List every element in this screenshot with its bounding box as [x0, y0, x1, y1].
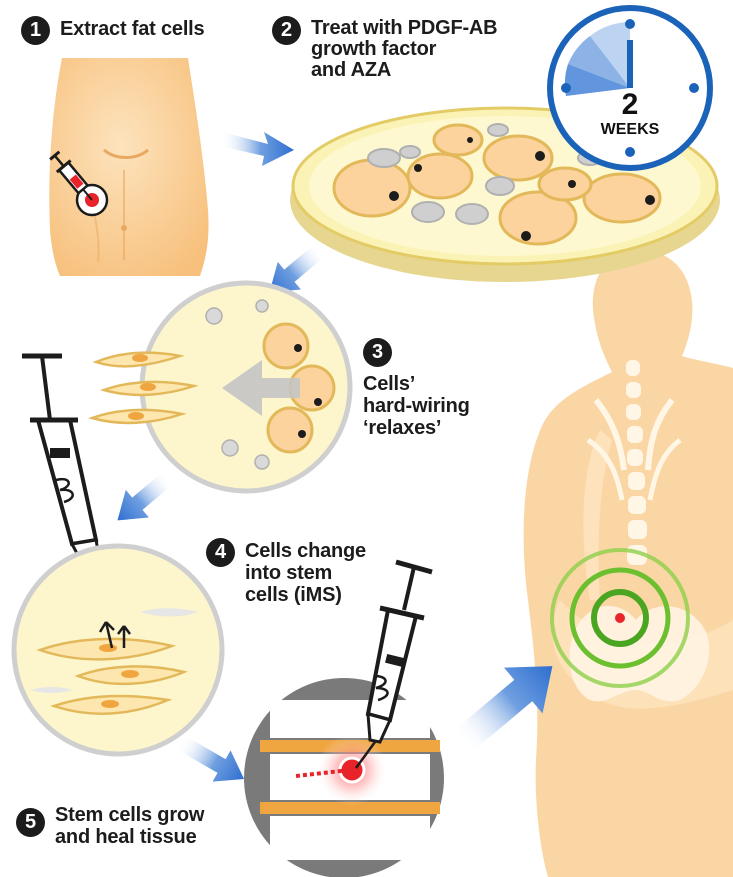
step-4-label-line-1: Cells change [245, 540, 366, 562]
step-2-label-line-1: Treat with PDGF-AB [311, 17, 498, 39]
step-5-label-line-1: Stem cells grow [55, 804, 205, 826]
step-2-label-line-3: and AZA [311, 59, 392, 81]
step-5-badge: 5 [16, 808, 45, 837]
magnified-cells-4 [11, 543, 225, 757]
step-5-label-line-2: and heal tissue [55, 826, 197, 848]
torso-illustration [49, 58, 209, 276]
step-3-label: Cells’ hard-wiring ‘relaxes’ [363, 373, 470, 439]
step-3-label-line-3: ‘relaxes’ [363, 417, 442, 439]
step-3-label-line-1: Cells’ [363, 373, 416, 395]
step-5-label: Stem cells grow and heal tissue [55, 804, 204, 848]
step-1-label: Extract fat cells [60, 18, 205, 40]
step-2-badge: 2 [272, 16, 301, 45]
step-4-label-line-3: cells (iMS) [245, 584, 342, 606]
clock-value: 2 [621, 88, 639, 121]
syringe-icon [49, 150, 93, 201]
arrow-icon [269, 243, 326, 293]
target-icon [550, 548, 690, 688]
step-4-badge: 4 [206, 538, 235, 567]
step-2-label: Treat with PDGF-AB growth factor and AZA [311, 17, 498, 81]
stem-cells-cluster-3 [87, 351, 199, 425]
spine-icon [569, 360, 710, 702]
step-3-badge: 3 [363, 338, 392, 367]
body-back-silhouette [523, 250, 733, 877]
step-1-badge: 1 [21, 16, 50, 45]
step-3-label-line-2: hard-wiring [363, 395, 470, 417]
clock-icon [547, 5, 713, 171]
arrow-icon [220, 132, 294, 166]
spine-detail [244, 678, 444, 877]
step-2-label-line-2: growth factor [311, 38, 437, 60]
arrow-icon [453, 666, 553, 753]
step-4-label: Cells change into stem cells (iMS) [245, 540, 366, 606]
step-4-label-line-2: into stem [245, 562, 333, 584]
syringe-icon [354, 559, 433, 769]
arrow-icon [176, 735, 245, 782]
arrow-icon [117, 471, 174, 521]
magnified-cells-3 [139, 280, 353, 494]
clock-unit: WEEKS [600, 121, 660, 138]
